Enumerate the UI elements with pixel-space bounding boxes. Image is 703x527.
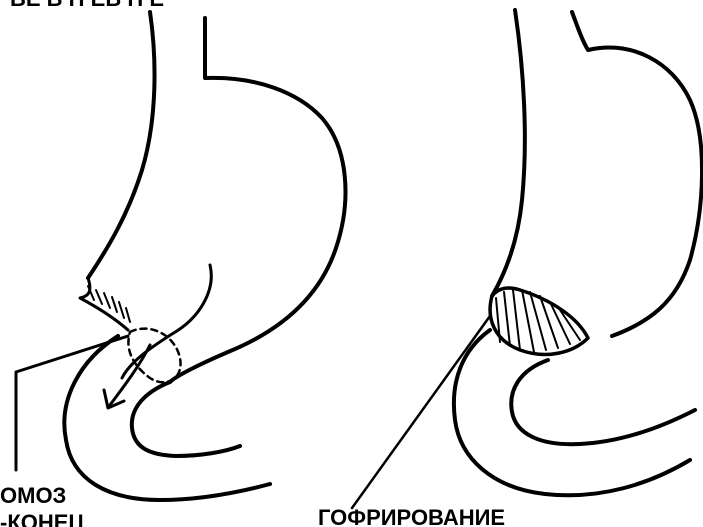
right-esophagus-outline (492, 10, 525, 296)
right-duodenum-outer (454, 330, 690, 495)
right-stomach-outline (572, 12, 702, 336)
corrugation-label: ГОФРИРОВАНИЕ (318, 505, 505, 527)
left-inner-curve (122, 265, 211, 378)
anastomosis-label-line1: ОМОЗ (0, 483, 66, 508)
right-figure (352, 10, 702, 508)
left-duodenum-inner (132, 382, 240, 456)
left-anastomosis-dashed (128, 329, 180, 383)
left-figure (16, 12, 345, 500)
left-esophagus-outline (88, 12, 155, 278)
left-stomach-outline (170, 18, 345, 382)
top-left-label: ВЕ В Н ЕВ Н Е (10, 0, 164, 11)
left-duodenum-outer (64, 336, 270, 500)
anastomosis-label-line2: -КОНЕЦ (0, 510, 85, 527)
right-label-pointer (352, 316, 490, 508)
right-duodenum-inner (511, 360, 695, 444)
